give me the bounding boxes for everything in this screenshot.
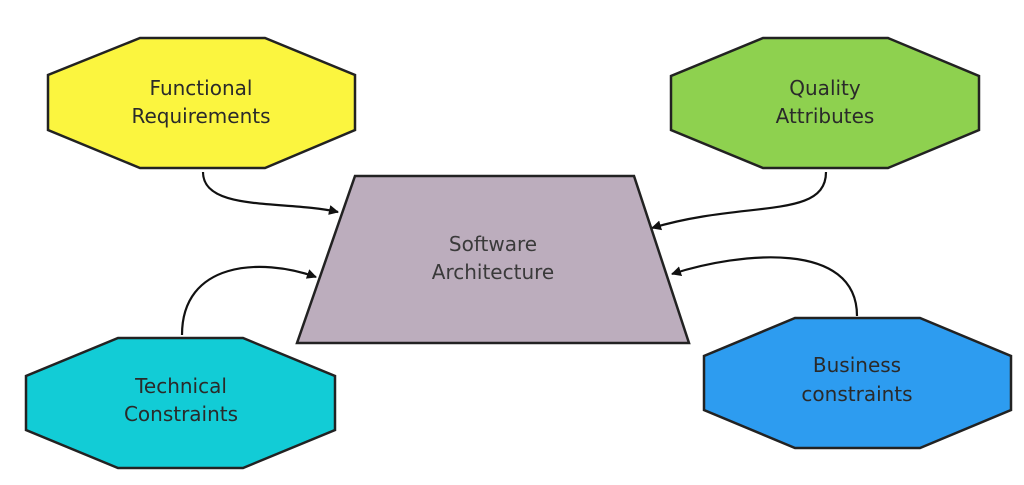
- business-constraints-label-line1: Business: [813, 353, 901, 377]
- quality-attributes-label-line1: Quality: [789, 76, 861, 100]
- business-constraints-label-line2: constraints: [801, 382, 912, 406]
- technical-constraints-label-line1: Technical: [134, 374, 227, 398]
- octagon-shape: [702, 316, 1013, 450]
- arrow-business-to-architecture: [671, 256, 859, 317]
- technical-constraints-label-line2: Constraints: [124, 402, 238, 426]
- arrow-quality-to-architecture: [651, 171, 828, 231]
- octagon-shape: [669, 36, 981, 170]
- arrow-technical-to-architecture: [180, 265, 317, 336]
- quality-attributes-label-line2: Attributes: [776, 104, 875, 128]
- functional-requirements-label-line2: Requirements: [131, 104, 270, 128]
- technical-constraints-node: Technical Constraints: [24, 336, 337, 470]
- functional-requirements-node: Functional Requirements: [46, 36, 357, 170]
- functional-requirements-label-line1: Functional: [150, 76, 253, 100]
- trapezoid-shape: [295, 174, 691, 345]
- software-architecture-node: Software Architecture: [295, 174, 691, 345]
- octagon-shape: [46, 36, 357, 170]
- software-architecture-label-line2: Architecture: [432, 260, 554, 284]
- software-architecture-label-line1: Software: [449, 232, 537, 256]
- arrow-functional-to-architecture: [201, 171, 339, 215]
- quality-attributes-node: Quality Attributes: [669, 36, 981, 170]
- octagon-shape: [24, 336, 337, 470]
- business-constraints-node: Business constraints: [702, 316, 1013, 450]
